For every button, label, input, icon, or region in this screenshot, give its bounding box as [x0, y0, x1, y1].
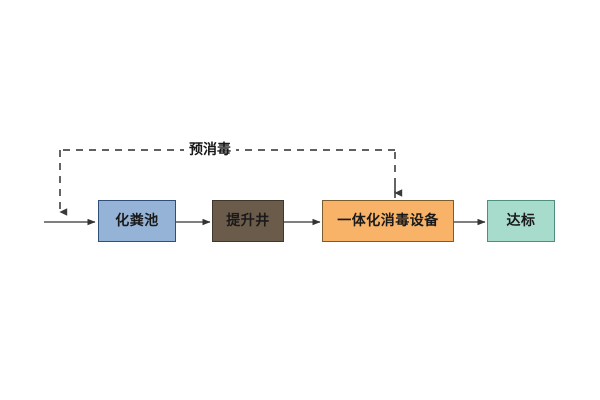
process-node-meets-standard[interactable]: 达标: [487, 200, 555, 242]
pre-disinfection-dashed-path: [59, 149, 403, 216]
node-label-integrated-disinfection-equipment: 一体化消毒设备: [337, 213, 439, 229]
node-label-lift-well: 提升井: [226, 213, 270, 229]
process-node-septic-tank[interactable]: 化粪池: [98, 200, 176, 242]
node-label-septic-tank: 化粪池: [115, 213, 159, 229]
dashed-path-label: 预消毒: [184, 143, 236, 157]
process-node-integrated-disinfection-equipment[interactable]: 一体化消毒设备: [322, 200, 454, 242]
process-node-lift-well[interactable]: 提升井: [212, 200, 284, 242]
node-label-meets-standard: 达标: [506, 213, 536, 229]
